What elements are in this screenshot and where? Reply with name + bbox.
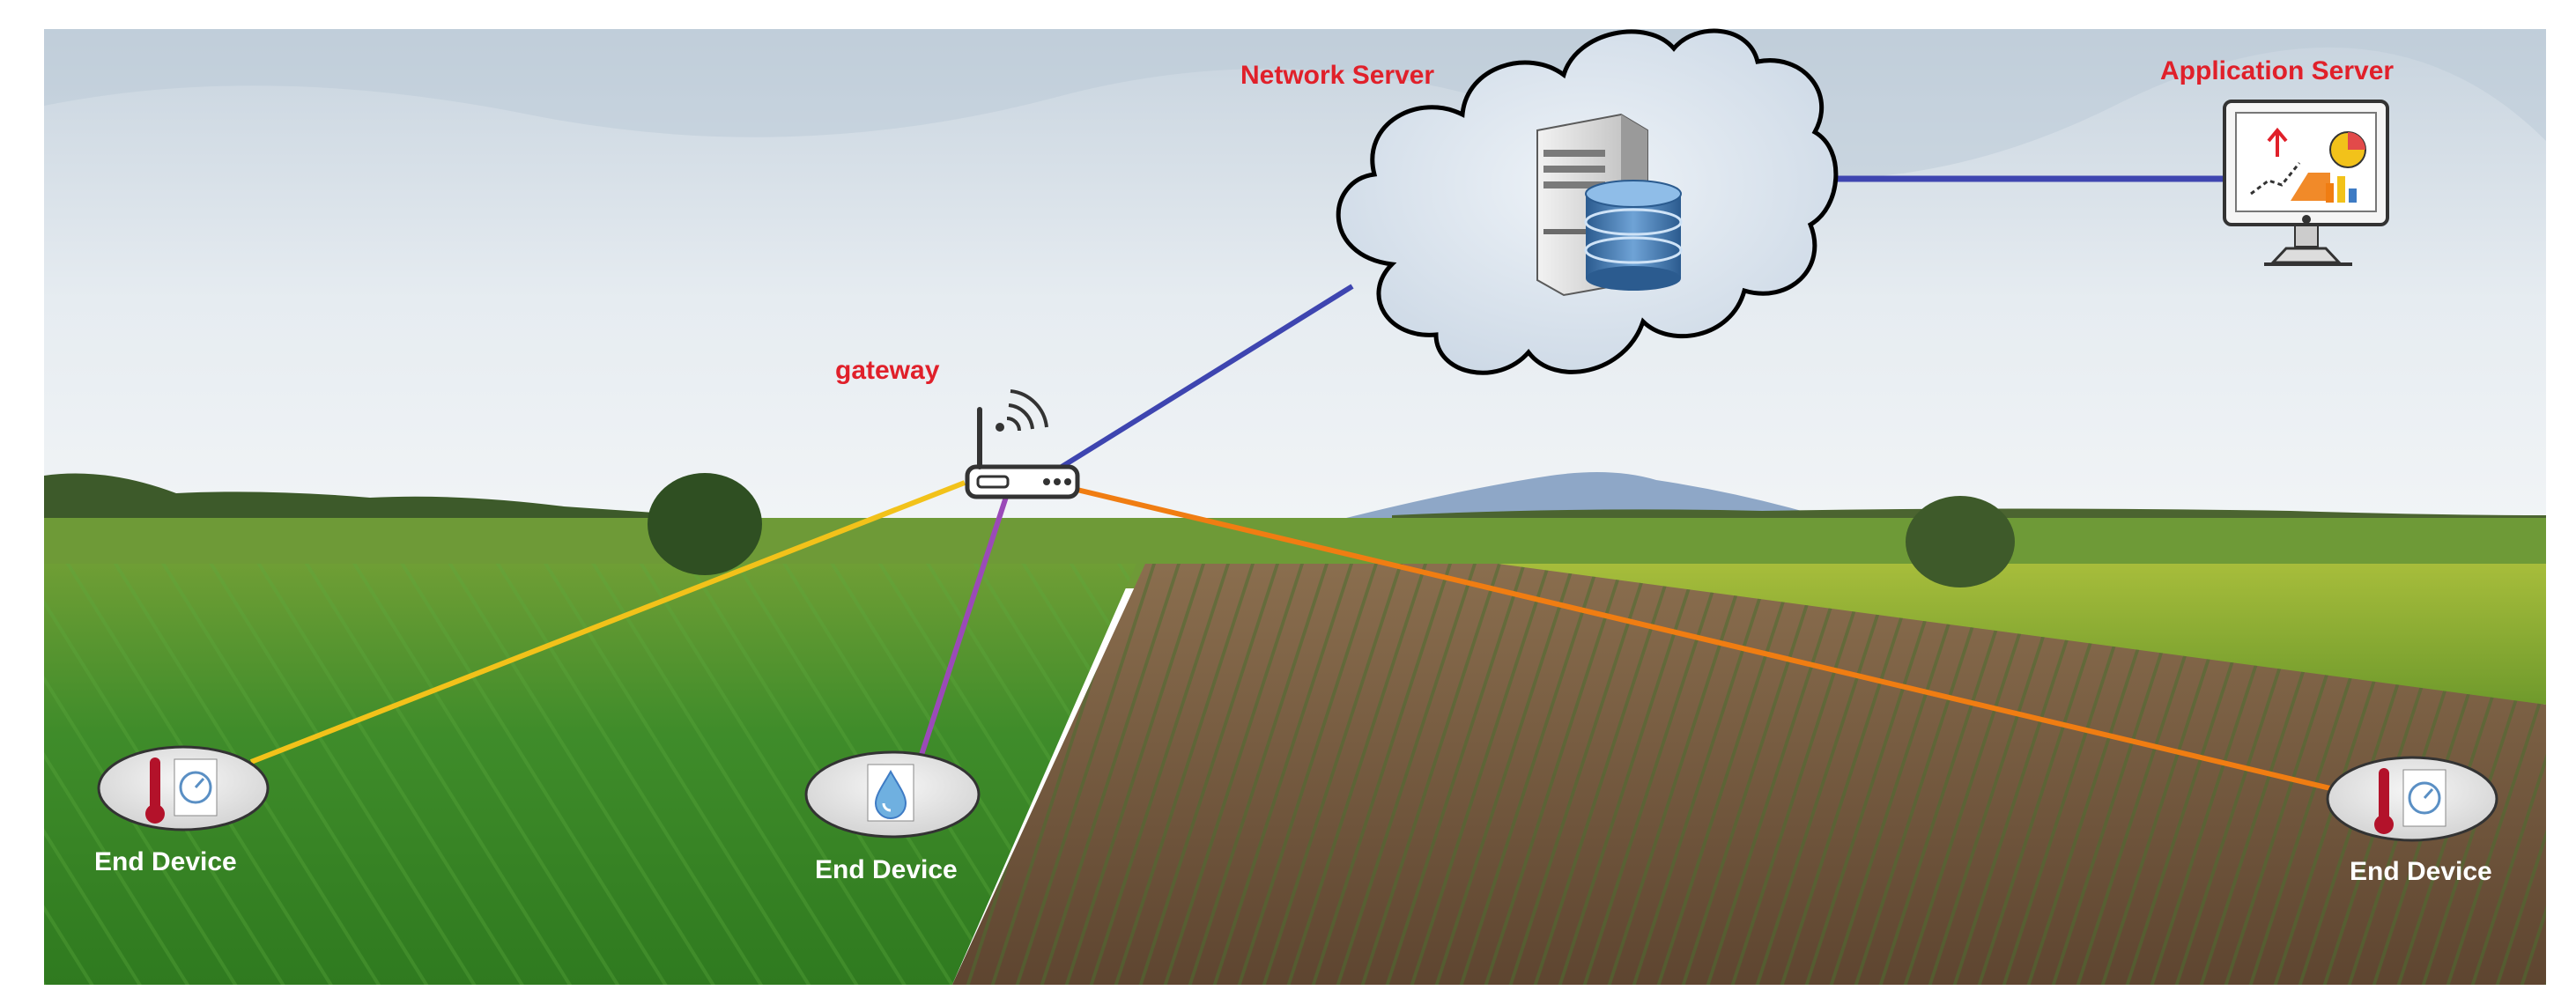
distant-mountain <box>1339 472 1832 520</box>
end-device-right-label: End Device <box>2350 857 2492 886</box>
network-server-label: Network Server <box>1240 61 1434 90</box>
connections <box>249 175 2331 791</box>
wifi-router-icon <box>965 389 1080 499</box>
network-server-node[interactable] <box>1336 28 1839 375</box>
link-gateway-end-device-middle <box>918 488 1011 758</box>
tree-left <box>648 473 762 575</box>
right-frame <box>2546 0 2576 1005</box>
database-icon <box>1584 180 1683 291</box>
end-device-left[interactable] <box>97 745 270 831</box>
left-frame <box>0 0 44 1005</box>
application-server-node[interactable] <box>2223 100 2389 266</box>
sky-clouds <box>44 29 2546 180</box>
sky <box>44 29 2546 522</box>
link-gateway-end-device-left <box>249 480 966 765</box>
thermometer-icon <box>145 757 165 824</box>
grass-rows <box>44 564 1136 987</box>
gauge-icon <box>174 758 218 817</box>
link-gateway-end-device-right <box>1065 484 2331 791</box>
application-server-label: Application Server <box>2160 56 2394 85</box>
gauge-icon <box>2402 769 2446 827</box>
thermometer-icon <box>2374 768 2394 834</box>
end-device-middle[interactable] <box>804 750 981 839</box>
water-drop-icon <box>867 764 914 822</box>
crop-rows <box>951 564 2546 987</box>
end-device-right[interactable] <box>2326 756 2498 842</box>
monitor-analytics-icon <box>2223 100 2389 266</box>
gateway-label: gateway <box>835 356 940 385</box>
tree-line-left <box>44 473 758 528</box>
end-device-left-label: End Device <box>94 847 237 876</box>
tree-right <box>1906 496 2015 587</box>
link-gateway-network-server <box>1060 284 1354 469</box>
gateway-node[interactable] <box>965 389 1080 499</box>
end-device-middle-label: End Device <box>815 855 958 884</box>
bottom-frame <box>0 985 2576 1005</box>
